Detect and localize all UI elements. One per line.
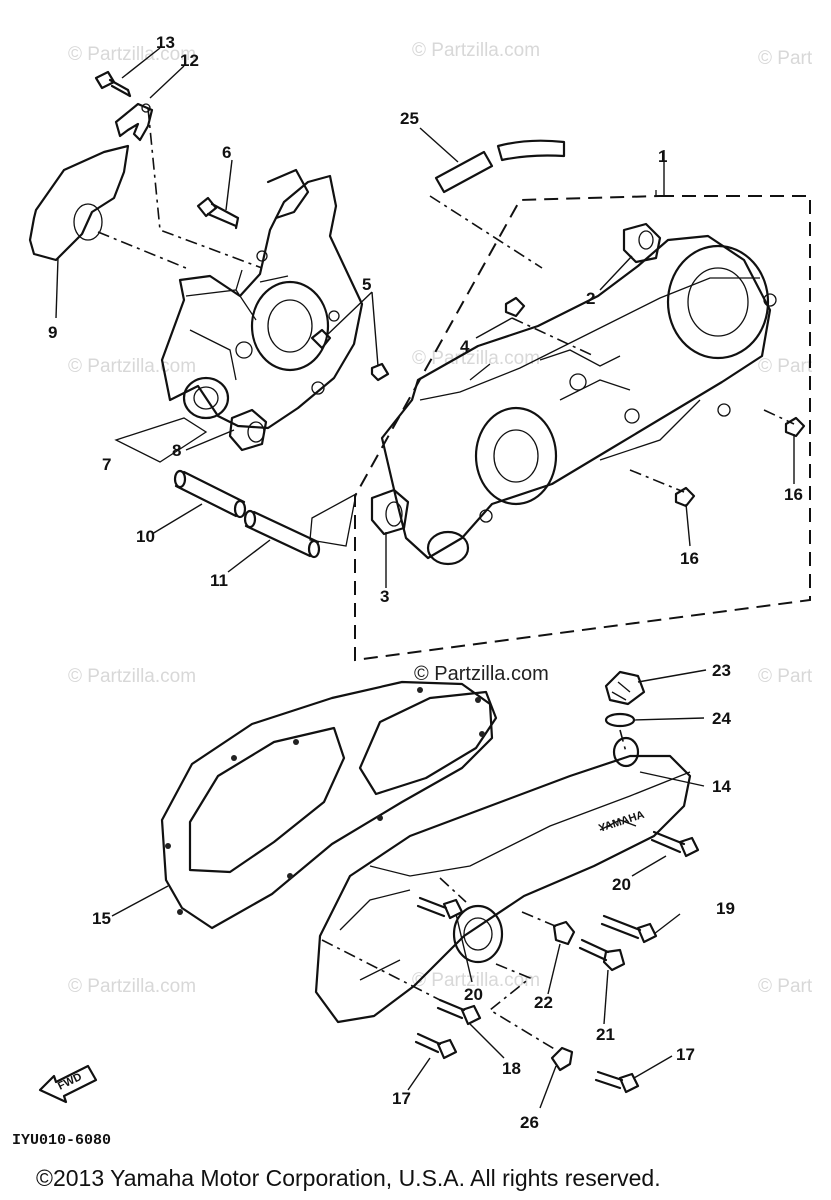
bearing-3-drawing (370, 488, 410, 536)
bearing-2-drawing (622, 222, 662, 264)
callout-22: 22 (534, 993, 553, 1012)
fwd-arrow-icon: FWD (38, 1064, 98, 1104)
clamp-26-drawing (550, 1046, 574, 1072)
bolt-17-left-drawing (414, 1032, 458, 1060)
callout-19: 19 (716, 899, 735, 918)
callout-12: 12 (180, 51, 199, 70)
crankcase-left-drawing (160, 168, 364, 430)
callout-labels: 13 12 6 25 1 2 4 5 9 7 8 10 11 3 16 16 2… (48, 33, 803, 1132)
callout-24: 24 (712, 709, 731, 728)
bolt-19-drawing (600, 914, 658, 944)
callout-14: 14 (712, 777, 731, 796)
watermark: © Part (758, 976, 813, 997)
bolt-20-upper-drawing (650, 830, 700, 858)
fwd-label: FWD (56, 1071, 84, 1093)
bracket-lines (114, 190, 657, 547)
clip-12-drawing (114, 102, 154, 142)
callout-1: 1 (658, 147, 667, 166)
watermark: © Part (758, 356, 813, 377)
crankcase-right-drawing (380, 234, 777, 566)
watermark: © Partzilla.com (68, 666, 196, 687)
watermark: © Partzilla.com (412, 970, 540, 991)
pipe-10-drawing (173, 469, 247, 519)
bolt-17-right-drawing (594, 1070, 640, 1094)
assembly-1-frame (354, 195, 811, 662)
o-ring-24-drawing (604, 712, 636, 728)
watermark: © Partzilla.com (412, 348, 540, 369)
dowels-5-drawing (310, 328, 390, 382)
watermark: © Part (758, 666, 813, 687)
callout-9: 9 (48, 323, 57, 342)
callout-7: 7 (102, 455, 111, 474)
bolt-21-drawing (578, 938, 626, 972)
callout-8: 8 (172, 441, 181, 460)
callout-16-right: 16 (784, 485, 803, 504)
watermark: © Partzilla.com (68, 44, 196, 65)
callout-11: 11 (210, 571, 228, 590)
callout-13: 13 (156, 33, 175, 52)
callout-16-middle: 16 (680, 549, 699, 568)
callout-25: 25 (400, 109, 419, 128)
watermark: © Partzilla.com (412, 40, 540, 61)
leader-lines (55, 47, 795, 1109)
watermark: © Part (758, 48, 813, 69)
callout-17-right: 17 (676, 1045, 695, 1064)
pipe-11-drawing (243, 509, 321, 559)
callout-17-left: 17 (392, 1089, 411, 1108)
cover-logo-text: YAMAHA (597, 809, 646, 835)
dowels-16-drawing (674, 416, 806, 508)
watermark-layer: © Partzilla.com © Partzilla.com © Part ©… (68, 40, 813, 997)
callout-15: 15 (92, 909, 111, 928)
bolt-20-lower-drawing (416, 896, 464, 920)
callout-20-lower: 20 (464, 985, 483, 1004)
gasket-15-drawing (160, 680, 498, 930)
callout-10: 10 (136, 527, 155, 546)
plug-23-drawing (604, 670, 646, 706)
callout-3: 3 (380, 587, 389, 606)
callout-20-upper: 20 (612, 875, 631, 894)
callout-5: 5 (362, 275, 371, 294)
drawing-code: IYU010-6080 (12, 1132, 111, 1149)
assembly-lines (97, 107, 795, 1051)
callout-26: 26 (520, 1113, 539, 1132)
callout-4: 4 (460, 337, 470, 356)
bolt-13-drawing (94, 70, 132, 98)
callout-18: 18 (502, 1059, 521, 1078)
bearing-8-drawing (228, 408, 268, 452)
watermark: © Partzilla.com (68, 356, 196, 377)
callout-6: 6 (222, 143, 231, 162)
washer-22-drawing (552, 920, 576, 946)
callout-21: 21 (596, 1025, 615, 1044)
bolt-18-drawing (436, 998, 482, 1026)
hose-25-drawing (434, 139, 566, 194)
dowel-4-drawing (504, 296, 526, 318)
gasket-9-drawing (28, 144, 130, 262)
main-watermark: © Partzilla.com (414, 663, 549, 685)
callout-2: 2 (586, 289, 595, 308)
watermark: © Partzilla.com (68, 976, 196, 997)
copyright-notice: ©2013 Yamaha Motor Corporation, U.S.A. A… (36, 1165, 661, 1191)
bolt-6-drawing (196, 196, 240, 230)
callout-23: 23 (712, 661, 731, 680)
